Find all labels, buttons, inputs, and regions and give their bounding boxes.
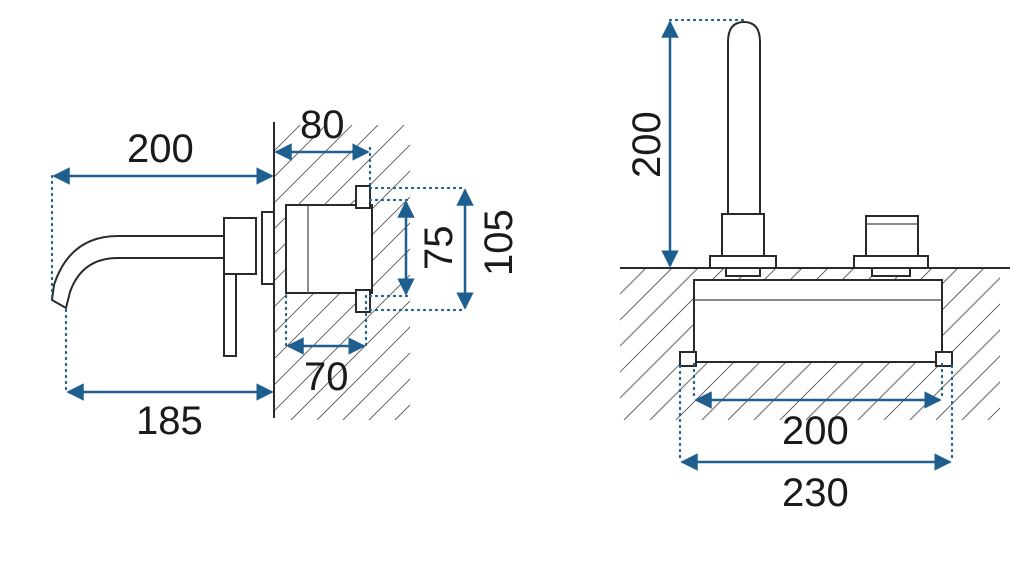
hatch-line — [316, 125, 410, 420]
lever-handle — [223, 271, 237, 357]
escutcheon-plate — [261, 211, 275, 285]
hatch-line — [961, 268, 1000, 420]
dim-label-230-plate-outer: 230 — [782, 471, 849, 515]
hatch-line — [274, 125, 410, 420]
hatch-line — [620, 268, 647, 420]
hatch-line — [987, 268, 1000, 420]
dim-label-200-spout-height: 200 — [625, 111, 669, 178]
spout-outline — [50, 235, 224, 310]
hatch-line — [274, 125, 327, 420]
mounting-tab-bottom — [355, 289, 371, 313]
in-wall-box — [693, 279, 943, 363]
front-view: 200 200 230 — [620, 18, 1024, 515]
spout-base-collar — [721, 213, 765, 257]
hatch-line — [274, 125, 405, 420]
hatch-line — [290, 125, 410, 420]
dim-label-200-plate-inner: 200 — [782, 409, 849, 453]
hatch-line — [274, 125, 353, 420]
mounting-tab-top — [355, 185, 371, 209]
spout-vertical — [727, 20, 761, 215]
hatch-line — [935, 268, 1000, 420]
hatch-line — [274, 125, 410, 420]
side-view: 200 80 75 105 70 185 — [50, 103, 872, 443]
hatch-line — [525, 125, 820, 420]
mounting-foot-left — [679, 351, 697, 367]
hatch-line — [1014, 268, 1024, 420]
mounting-foot-right — [935, 351, 953, 367]
mixer-body-front — [223, 217, 257, 275]
hatch-line — [551, 125, 846, 420]
dim-label-185-spout-reach: 185 — [136, 399, 203, 443]
hatch-line — [342, 125, 410, 420]
handle-rosette — [853, 255, 929, 269]
hatch-line — [274, 125, 410, 420]
in-wall-body — [285, 204, 373, 294]
dim-label-70-body-depth: 70 — [304, 355, 349, 399]
dim-label-105-outer-height: 105 — [477, 209, 521, 276]
hatch-line — [620, 268, 621, 420]
hatch-line — [620, 268, 699, 420]
hatch-line — [620, 268, 673, 420]
mixer-handle — [865, 215, 919, 257]
dim-label-75-body-height: 75 — [417, 226, 461, 271]
dim-label-200-projection: 200 — [127, 127, 194, 171]
hatch-line — [274, 125, 379, 420]
hatch-line — [577, 125, 872, 420]
spout-rosette — [709, 255, 777, 269]
dim-label-80-wall-depth: 80 — [300, 103, 345, 147]
